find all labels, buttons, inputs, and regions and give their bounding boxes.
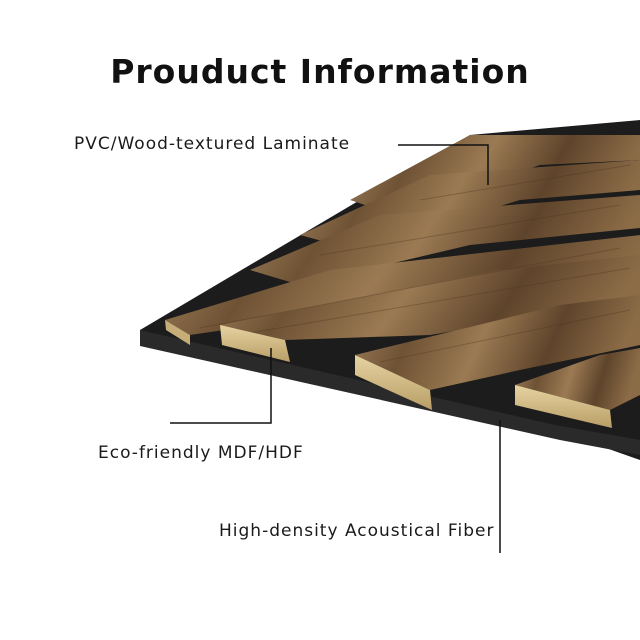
slat-front-3 [355,295,640,390]
mdf-edge-2 [355,355,432,410]
callout-backing-label: High-density Acoustical Fiber [219,521,495,541]
mdf-edge-3 [515,385,612,428]
callout-laminate-label: PVC/Wood-textured Laminate [74,134,351,154]
mdf-edge-1 [220,325,290,362]
slat-front-1 [165,235,640,335]
mdf-edge-4 [165,320,190,345]
slat-front-2 [220,255,640,340]
slat-back-3 [250,195,640,285]
slat-front-4 [515,348,640,410]
callout-core-label: Eco-friendly MDF/HDF [98,443,304,463]
page-title: Prouduct Information [110,52,530,91]
